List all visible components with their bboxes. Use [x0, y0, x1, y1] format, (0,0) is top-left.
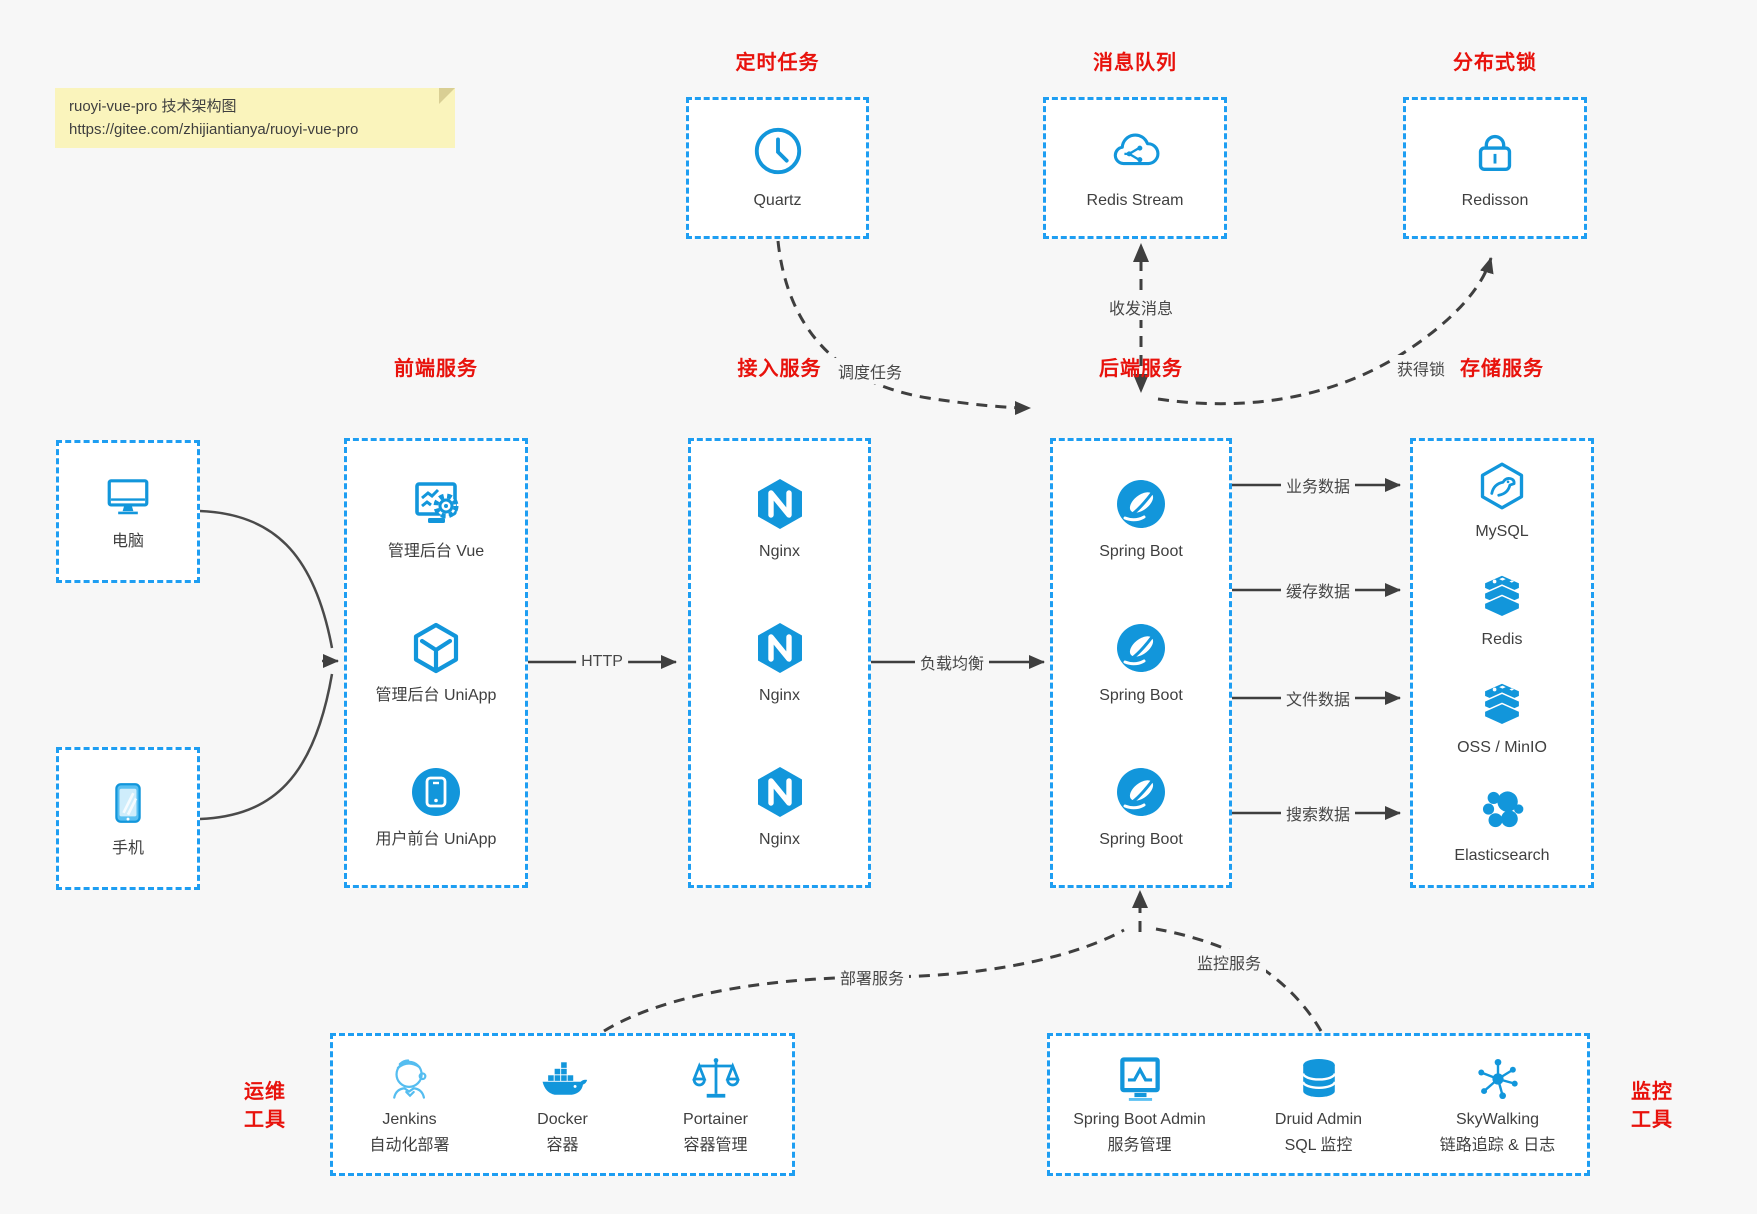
storage-item-oss-minio: OSS / MinIO	[1457, 663, 1547, 771]
druid-icon	[1293, 1053, 1345, 1105]
clock-icon	[751, 124, 805, 178]
note-title: ruoyi-vue-pro 技术架构图	[69, 98, 237, 115]
nginx-icon	[752, 620, 808, 676]
admin-vue-icon	[408, 476, 464, 532]
edge-deploy-curve	[603, 928, 1125, 1033]
title-distributed-lock: 分布式锁	[1453, 52, 1537, 74]
node-label: 手机	[111, 839, 144, 857]
edge-monitor-curve	[1155, 927, 1323, 1032]
node-label: Quartz	[753, 192, 802, 209]
ops-item-docker: Docker 容器	[486, 1053, 639, 1157]
title-scheduled-task: 定时任务	[735, 52, 820, 74]
springboot-admin-icon	[1114, 1053, 1166, 1105]
phone-icon	[103, 778, 153, 828]
note-fold-corner	[439, 88, 455, 104]
desktop-icon	[103, 471, 153, 521]
gateway-column: Nginx Nginx Nginx	[688, 438, 871, 888]
lock-icon	[1468, 124, 1522, 178]
edge-label-deploy: 部署服务	[834, 964, 910, 990]
monitor-tools-side-label: 监控 工具	[1631, 1081, 1673, 1131]
backend-item-springboot: Spring Boot	[1099, 447, 1183, 591]
dashed-arrows	[603, 240, 1494, 1033]
edge-label-monitor: 监控服务	[1191, 949, 1267, 975]
edge-label-load-balance: 负载均衡	[914, 649, 990, 675]
storage-item-elasticsearch: Elasticsearch	[1454, 771, 1550, 879]
edge-label-http: HTTP	[576, 652, 628, 672]
storage-column: MySQL Redis OSS / MinIO Elasticsearch	[1410, 438, 1594, 888]
edge-label-schedule: 调度任务	[832, 358, 908, 384]
edge-label-search-data: 搜索数据	[1280, 800, 1356, 826]
skywalking-icon	[1472, 1053, 1524, 1105]
title-message-queue: 消息队列	[1093, 52, 1177, 74]
mobile-client-node: 手机	[56, 747, 200, 890]
note-url: https://gitee.com/zhijiantianya/ruoyi-vu…	[69, 121, 359, 138]
storage-item-mysql: MySQL	[1475, 447, 1529, 555]
edge-label-lock: 获得锁	[1391, 355, 1451, 381]
edge-label-cache-data: 缓存数据	[1280, 577, 1356, 603]
backend-item-springboot: Spring Boot	[1099, 735, 1183, 879]
ops-item-jenkins: Jenkins 自动化部署	[333, 1053, 486, 1157]
sticky-note: ruoyi-vue-pro 技术架构图 https://gitee.com/zh…	[55, 88, 455, 148]
frontend-item-admin-vue: 管理后台 Vue	[388, 447, 484, 591]
redisson-node: Redisson	[1403, 97, 1587, 239]
edge-schedule-task	[776, 240, 1031, 415]
edge-label-file-data: 文件数据	[1280, 685, 1356, 711]
pc-client-node: 电脑	[56, 440, 200, 583]
spring-boot-icon	[1113, 764, 1169, 820]
backend-column: Spring Boot Spring Boot Spring Boot	[1050, 438, 1232, 888]
redis-icon	[1476, 568, 1528, 620]
spring-boot-icon	[1113, 620, 1169, 676]
ops-tools-box: Jenkins 自动化部署 Docker 容器 Portainer 容器管理	[330, 1033, 795, 1176]
title-backend: 后端服务	[1099, 358, 1183, 380]
node-label: Redis Stream	[1086, 192, 1184, 209]
redis-icon	[1476, 676, 1528, 728]
monitor-item-druid: Druid Admin SQL 监控	[1229, 1053, 1408, 1157]
user-uniapp-icon	[408, 764, 464, 820]
storage-item-redis: Redis	[1476, 555, 1528, 663]
backend-item-springboot: Spring Boot	[1099, 591, 1183, 735]
spring-boot-icon	[1113, 476, 1169, 532]
title-gateway: 接入服务	[737, 358, 822, 380]
arrowheads	[1132, 243, 1149, 908]
cloud-stream-icon	[1108, 124, 1162, 178]
mysql-icon	[1476, 460, 1528, 512]
title-frontend: 前端服务	[394, 358, 478, 380]
uniapp-cube-icon	[408, 620, 464, 676]
edge-label-business-data: 业务数据	[1280, 472, 1356, 498]
portainer-icon	[690, 1053, 742, 1105]
frontend-column: 管理后台 Vue 管理后台 UniApp 用户前台 UniApp	[344, 438, 528, 888]
frontend-item-admin-uniapp: 管理后台 UniApp	[376, 591, 496, 735]
edge-acquire-lock	[1157, 257, 1494, 406]
gateway-item-nginx: Nginx	[752, 735, 808, 879]
gateway-item-nginx: Nginx	[752, 591, 808, 735]
ops-item-portainer: Portainer 容器管理	[639, 1053, 792, 1157]
node-label: 电脑	[111, 532, 144, 550]
title-storage: 存储服务	[1460, 358, 1544, 380]
monitor-tools-box: Spring Boot Admin 服务管理 Druid Admin SQL 监…	[1047, 1033, 1590, 1176]
client-to-frontend-arrows	[199, 509, 339, 821]
frontend-item-user-uniapp: 用户前台 UniApp	[376, 735, 496, 879]
redis-stream-node: Redis Stream	[1043, 97, 1227, 239]
nginx-icon	[752, 476, 808, 532]
node-label: Redisson	[1461, 192, 1529, 209]
nginx-icon	[752, 764, 808, 820]
elasticsearch-icon	[1476, 784, 1528, 836]
edge-label-message: 收发消息	[1103, 294, 1179, 320]
docker-icon	[537, 1053, 589, 1105]
ops-tools-side-label: 运维 工具	[244, 1081, 286, 1131]
quartz-node: Quartz	[686, 97, 869, 239]
jenkins-icon	[384, 1053, 436, 1105]
gateway-item-nginx: Nginx	[752, 447, 808, 591]
monitor-item-springboot-admin: Spring Boot Admin 服务管理	[1050, 1053, 1229, 1157]
monitor-item-skywalking: SkyWalking 链路追踪 & 日志	[1408, 1053, 1587, 1157]
